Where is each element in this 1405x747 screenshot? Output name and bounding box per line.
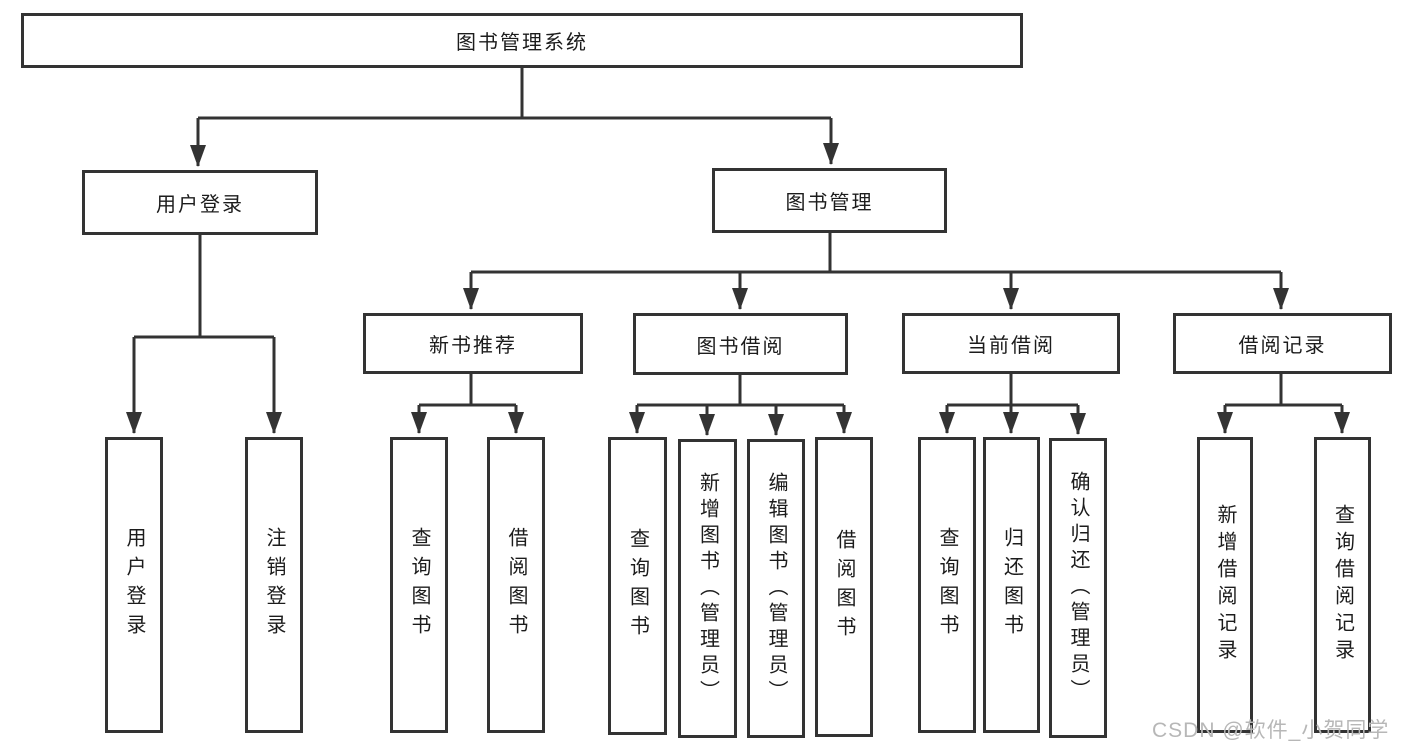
leaf-borrow-edit-book-admin-label: 编辑图书（管理员）	[765, 471, 787, 706]
node-borrow-record: 借阅记录	[1173, 313, 1392, 374]
leaf-borrow-add-book-admin: 新增图书（管理员）	[678, 439, 737, 738]
leaf-recommend-borrow-book: 借阅图书	[487, 437, 545, 733]
leaf-borrow-add-book-admin-label: 新增图书（管理员）	[696, 471, 719, 706]
node-book-management: 图书管理	[712, 168, 947, 233]
leaf-record-query-record: 查询借阅记录	[1314, 437, 1371, 733]
node-current-borrow-label: 当前借阅	[967, 335, 1055, 357]
leaf-borrow-query-book: 查询图书	[608, 437, 667, 735]
leaf-record-add-record: 新增借阅记录	[1197, 437, 1253, 733]
leaf-recommend-query-book-label: 查询图书	[408, 527, 430, 643]
leaf-current-return-book-label: 归还图书	[1000, 527, 1023, 643]
leaf-recommend-query-book: 查询图书	[390, 437, 448, 733]
leaf-current-confirm-return-admin-label: 确认归还（管理员）	[1067, 471, 1089, 705]
leaf-current-return-book: 归还图书	[983, 437, 1040, 733]
leaf-current-confirm-return-admin: 确认归还（管理员）	[1049, 438, 1107, 738]
leaf-user-login-label: 用户登录	[123, 527, 145, 643]
leaf-current-query-book: 查询图书	[918, 437, 976, 733]
leaf-borrow-edit-book-admin: 编辑图书（管理员）	[747, 439, 805, 738]
leaf-current-query-book-label: 查询图书	[936, 527, 958, 643]
leaf-recommend-borrow-book-label: 借阅图书	[505, 527, 527, 643]
node-new-book-recommend-label: 新书推荐	[429, 335, 517, 357]
csdn-watermark: CSDN @软件_小贺同学	[1152, 719, 1390, 742]
leaf-borrow-borrow-book: 借阅图书	[815, 437, 873, 737]
leaf-logout: 注销登录	[245, 437, 303, 733]
node-root-library-system: 图书管理系统	[21, 13, 1023, 68]
leaf-user-login: 用户登录	[105, 437, 163, 733]
leaf-record-add-record-label: 新增借阅记录	[1214, 504, 1236, 666]
node-book-borrow: 图书借阅	[633, 313, 848, 375]
node-borrow-record-label: 借阅记录	[1238, 335, 1327, 357]
node-user-login-label: 用户登录	[156, 194, 244, 216]
node-user-login: 用户登录	[82, 170, 318, 235]
leaf-record-query-record-label: 查询借阅记录	[1331, 504, 1354, 666]
node-book-borrow-label: 图书借阅	[696, 335, 785, 358]
node-root-label: 图书管理系统	[456, 32, 588, 54]
leaf-borrow-query-book-label: 查询图书	[626, 528, 649, 644]
leaf-logout-label: 注销登录	[263, 527, 285, 643]
node-new-book-recommend: 新书推荐	[363, 313, 583, 374]
leaf-borrow-borrow-book-label: 借阅图书	[833, 529, 855, 645]
node-current-borrow: 当前借阅	[902, 313, 1120, 374]
node-book-management-label: 图书管理	[785, 192, 874, 214]
